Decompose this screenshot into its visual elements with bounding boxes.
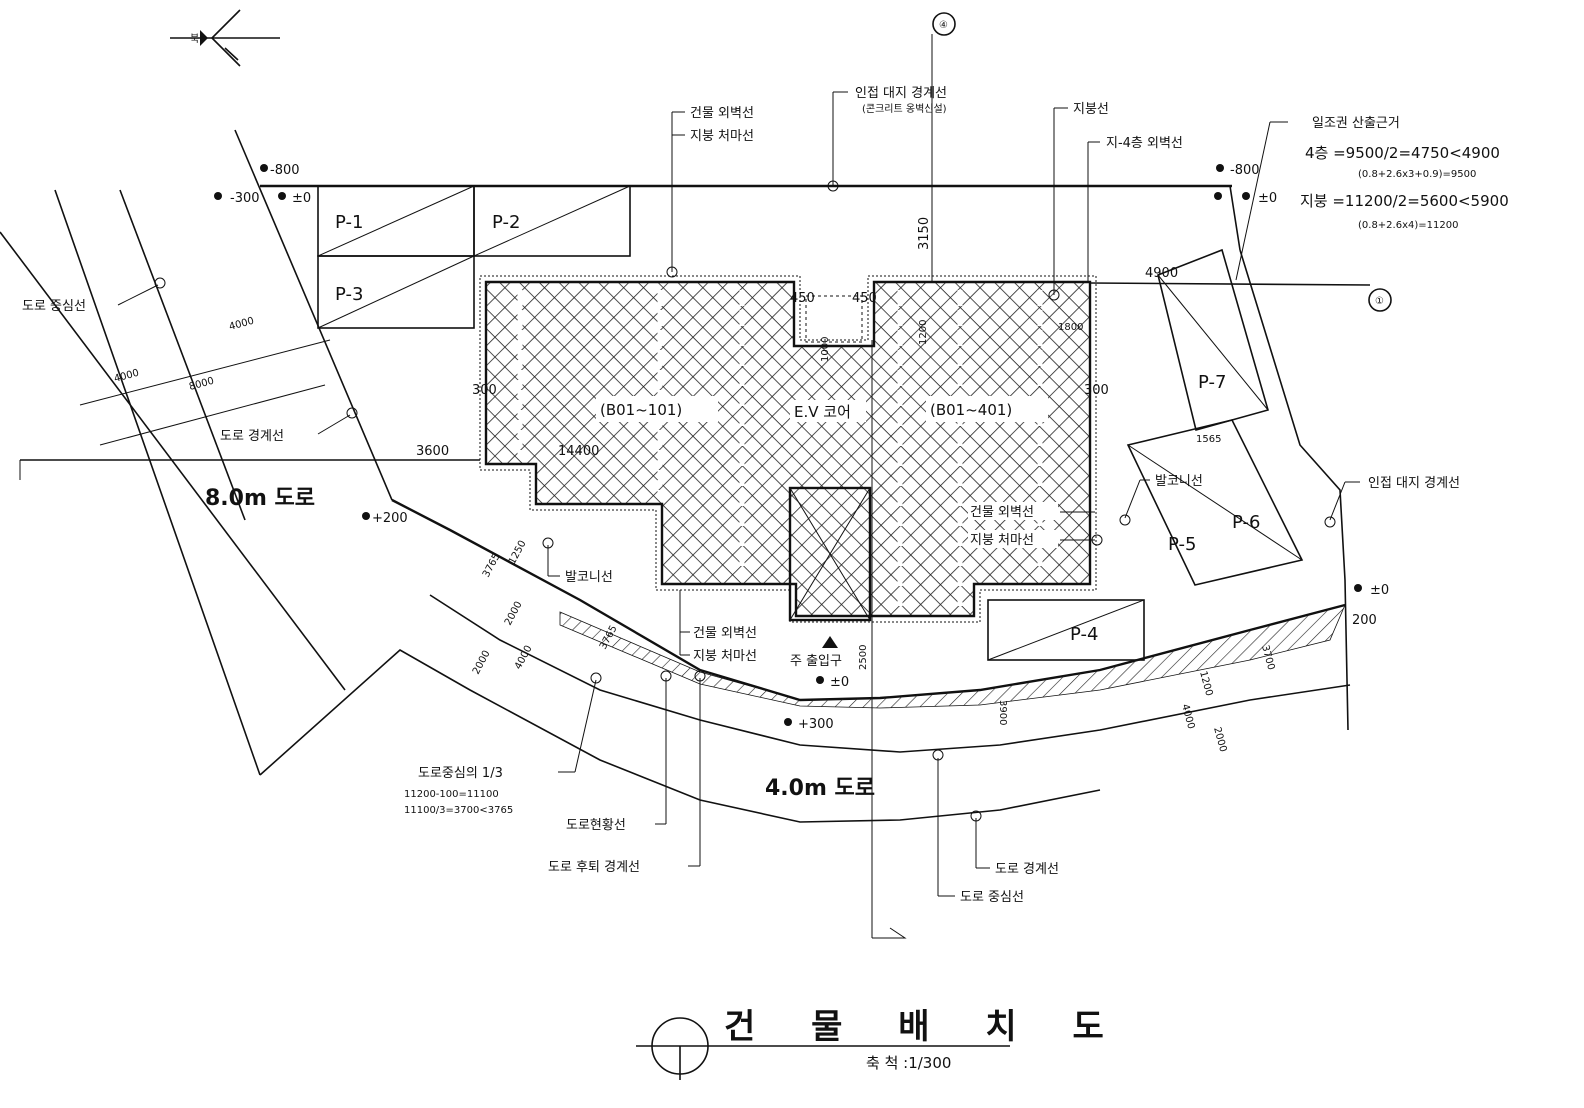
dim-4000a: 4000 bbox=[228, 316, 255, 333]
callouts-top: 건물 외벽선 지붕 처마선 인접 대지 경계선 (콘크리트 옹벽신설) 지붕선 … bbox=[666, 86, 1509, 301]
north-label: 북 bbox=[190, 33, 199, 45]
level-9: ±0 bbox=[1370, 583, 1389, 598]
callout-road-boundary-4m: 도로 경계선 bbox=[995, 862, 1059, 877]
callouts-lower: 발코니선 건물 외벽선 지붕 처마선 주 출입구 도로중심의 1/3 11200… bbox=[404, 340, 1059, 939]
dim-2000a: 2000 bbox=[503, 600, 525, 628]
level-8: +300 bbox=[798, 717, 834, 732]
grid-marker-right: ① bbox=[1089, 282, 1392, 312]
callout-sunlight-4f-calc: (0.8+2.6x3+0.9)=9500 bbox=[1358, 169, 1476, 180]
callout-road-setback: 도로 후퇴 경계선 bbox=[548, 860, 640, 875]
unit-left-label: (B01~101) bbox=[600, 401, 682, 419]
parking-p5: P-5 bbox=[1168, 534, 1196, 555]
callout-road-center-third-calc1: 11200-100=11100 bbox=[404, 789, 499, 800]
dim-2000c: 2000 bbox=[1211, 726, 1228, 753]
dim-300a: 300 bbox=[472, 383, 497, 398]
parking-p6: P-6 bbox=[1232, 512, 1260, 533]
level-2: -300 bbox=[230, 191, 260, 206]
callout-sunlight-title: 일조권 산출근거 bbox=[1312, 116, 1400, 131]
level-marks: -800 -300 ±0 -800 ±0 +200 ±0 +300 ±0 200 bbox=[214, 163, 1389, 732]
dim-3600: 3600 bbox=[416, 444, 449, 459]
dim-300b: 300 bbox=[1084, 383, 1109, 398]
core-label: E.V 코어 bbox=[794, 403, 851, 421]
dim-3150: 3150 bbox=[917, 217, 932, 250]
callout-roof-eave-2: 지붕 처마선 bbox=[970, 533, 1034, 548]
parking-p7: P-7 bbox=[1198, 372, 1226, 393]
title-block: 건 물 배 치 도 축 척 :1/300 bbox=[636, 1007, 1126, 1080]
dim-1565: 1565 bbox=[1196, 434, 1221, 445]
callout-road-boundary-8m: 도로 경계선 bbox=[220, 429, 284, 444]
callout-balcony-right: 발코니선 bbox=[1155, 474, 1203, 489]
grid-marker-right-label: ① bbox=[1375, 296, 1384, 307]
dim-4900: 4900 bbox=[1145, 266, 1178, 281]
dim-2000b: 2000 bbox=[471, 649, 493, 677]
main-entrance-label: 주 출입구 bbox=[790, 654, 842, 669]
dim-1000: 1000 bbox=[820, 337, 831, 362]
callout-adjacent-boundary-top-sub: (콘크리트 옹벽신설) bbox=[862, 103, 947, 115]
dim-2500: 2500 bbox=[858, 645, 869, 670]
callout-roof-eave-3: 지붕 처마선 bbox=[693, 649, 757, 664]
dim-3900: 3900 bbox=[997, 700, 1008, 725]
dim-1250: 1250 bbox=[507, 539, 529, 567]
callout-road-current: 도로현황선 bbox=[566, 818, 626, 833]
callout-roof-line: 지붕선 bbox=[1073, 102, 1109, 117]
road-8m-label: 8.0m 도로 bbox=[205, 486, 315, 511]
level-6: +200 bbox=[372, 511, 408, 526]
dim-3765a: 3765 bbox=[481, 552, 503, 580]
callout-adjacent-boundary-top: 인접 대지 경계선 bbox=[855, 86, 947, 101]
callouts-right: 인접 대지 경계선 발코니선 건물 외벽선 지붕 처마선 bbox=[968, 474, 1460, 548]
dim-4000d: 4000 bbox=[1179, 703, 1196, 730]
grid-marker-top-label: ④ bbox=[939, 20, 948, 31]
callout-road-center-third-calc2: 11100/3=3700<3765 bbox=[404, 805, 513, 816]
callout-road-center-4m: 도로 중심선 bbox=[960, 890, 1024, 905]
dim-1200b: 1200 bbox=[1197, 670, 1214, 697]
parking-p4: P-4 bbox=[1070, 624, 1098, 645]
callout-bldg-wall-2: 건물 외벽선 bbox=[970, 505, 1034, 520]
building-footprint: (B01~101) (B01~401) E.V 코어 bbox=[479, 275, 1097, 623]
dim-4000b: 4000 bbox=[113, 368, 140, 385]
parking-area: P-1 P-2 P-3 P-4 P-5 P-6 P-7 bbox=[317, 185, 1304, 661]
callout-road-center-8m: 도로 중심선 bbox=[22, 299, 86, 314]
drawing-scale: 축 척 :1/300 bbox=[866, 1054, 951, 1072]
callout-roof-eave-1: 지붕 처마선 bbox=[690, 129, 754, 144]
callout-sunlight-4f: 4층 =9500/2=4750<4900 bbox=[1305, 144, 1500, 162]
road-4m-lines bbox=[429, 594, 1351, 753]
callout-balcony-left: 발코니선 bbox=[565, 570, 613, 585]
parking-p2: P-2 bbox=[492, 212, 520, 233]
callout-sunlight-roof-calc: (0.8+2.6x4)=11200 bbox=[1358, 220, 1458, 231]
level-7: ±0 bbox=[830, 675, 849, 690]
callouts-left: 도로 중심선 도로 경계선 bbox=[22, 277, 358, 444]
parking-p1: P-1 bbox=[335, 212, 363, 233]
dim-450b: 450 bbox=[852, 291, 877, 306]
callout-adjacent-boundary-right: 인접 대지 경계선 bbox=[1368, 476, 1460, 491]
road-4m-label: 4.0m 도로 bbox=[765, 776, 875, 801]
level-5: ±0 bbox=[1258, 191, 1277, 206]
level-1: -800 bbox=[270, 163, 300, 178]
dim-14400: 14400 bbox=[558, 444, 599, 459]
callout-wall-4f: 지-4층 외벽선 bbox=[1106, 136, 1183, 151]
dim-450a: 450 bbox=[790, 291, 815, 306]
parking-p3: P-3 bbox=[335, 284, 363, 305]
road-8m-lines bbox=[0, 129, 1101, 823]
dim-1800: 1800 bbox=[1058, 322, 1083, 333]
callout-bldg-wall-3: 건물 외벽선 bbox=[693, 626, 757, 641]
callout-road-center-third: 도로중심의 1/3 bbox=[418, 766, 503, 781]
unit-right-label: (B01~401) bbox=[930, 401, 1012, 419]
callout-bldg-wall-1: 건물 외벽선 bbox=[690, 106, 754, 121]
north-arrow-icon: 북 bbox=[170, 9, 280, 67]
dim-1200: 1200 bbox=[918, 320, 929, 345]
drawing-title: 건 물 배 치 도 bbox=[724, 1007, 1126, 1047]
level-4: -800 bbox=[1230, 163, 1260, 178]
level-3: ±0 bbox=[292, 191, 311, 206]
callout-sunlight-roof: 지붕 =11200/2=5600<5900 bbox=[1300, 192, 1509, 210]
level-10: 200 bbox=[1352, 613, 1377, 628]
